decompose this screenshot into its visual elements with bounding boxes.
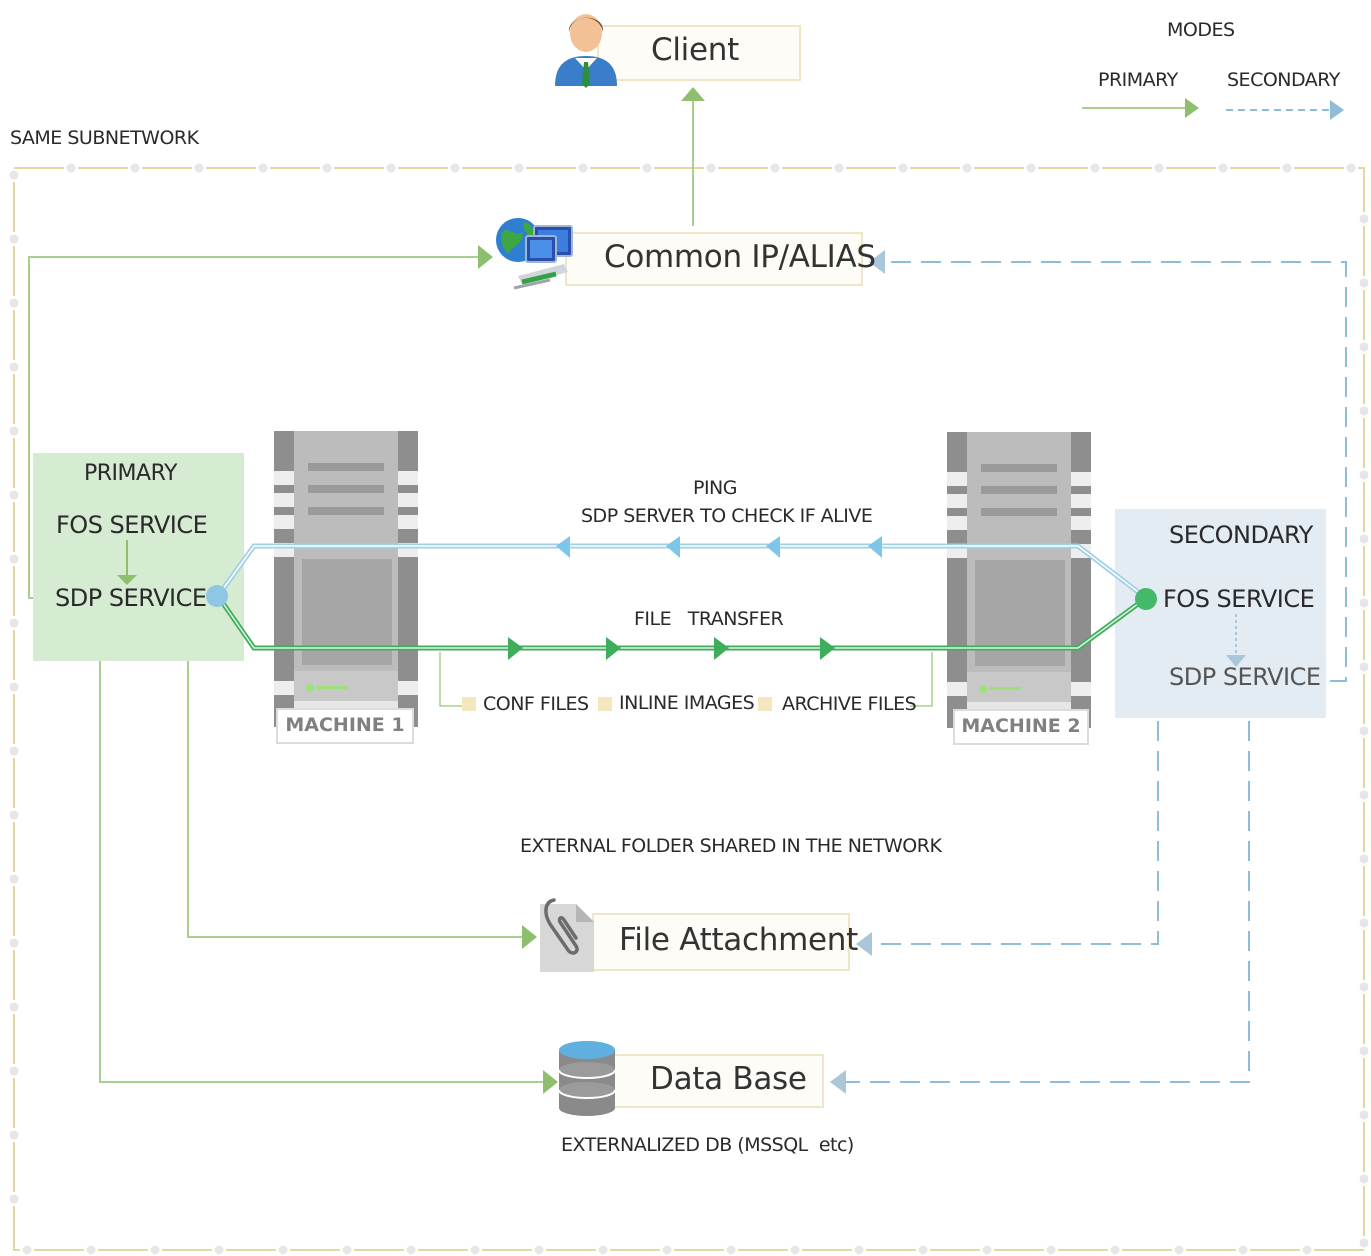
secondary-to-file-attachment-connector (856, 721, 1159, 956)
common-ip-box (565, 232, 863, 286)
database-box (613, 1054, 824, 1108)
subnetwork-label: SAME SUBNETWORK (10, 127, 199, 149)
secondary-to-alias-connector (869, 250, 1347, 682)
server-tower-icon (947, 432, 1091, 728)
file-transfer-label: FILE TRANSFER (634, 608, 784, 630)
database-caption: EXTERNALIZED DB (MSSQL etc) (561, 1134, 854, 1156)
external-folder-label: EXTERNAL FOLDER SHARED IN THE NETWORK (520, 835, 942, 857)
secondary-fos-to-sdp-arrow (1226, 614, 1246, 667)
common-ip-label: Common IP/ALIAS (604, 239, 876, 275)
network-globe-icon (496, 218, 573, 290)
client-box (597, 25, 801, 81)
secondary-fos-service: FOS SERVICE (1163, 585, 1315, 613)
primary-fos-to-sdp-arrow (117, 540, 137, 585)
file-transfer-bracket (439, 652, 933, 711)
subnetwork-boundary (9, 163, 1369, 1255)
user-icon (555, 14, 617, 88)
primary-link-endpoint (206, 585, 228, 607)
ping-line (215, 536, 1148, 600)
secondary-sdp-service: SDP SERVICE (1169, 663, 1321, 691)
secondary-link-endpoint (1135, 588, 1157, 610)
machine-2-label: MACHINE 2 (953, 709, 1089, 745)
inline-images-label: INLINE IMAGES (619, 692, 755, 714)
database-icon (558, 1041, 616, 1116)
file-attachment-label: File Attachment (619, 922, 858, 958)
legend-primary-arrow (1082, 98, 1199, 118)
secondary-panel (1115, 509, 1326, 718)
client-label: Client (651, 32, 739, 68)
archive-files-label: ARCHIVE FILES (782, 693, 917, 715)
primary-fos-service: FOS SERVICE (56, 511, 208, 539)
primary-title: PRIMARY (84, 461, 177, 486)
legend-primary-label: PRIMARY (1098, 69, 1178, 91)
secondary-title: SECONDARY (1169, 521, 1313, 549)
machine-1-label: MACHINE 1 (276, 708, 414, 744)
alias-to-client-arrow (681, 87, 705, 226)
primary-sdp-service: SDP SERVICE (55, 584, 207, 612)
file-transfer-line (215, 594, 1148, 660)
ping-description: SDP SERVER TO CHECK IF ALIVE (581, 505, 873, 527)
legend-title: MODES (1167, 19, 1235, 41)
primary-to-database-connector (99, 661, 558, 1094)
primary-panel (33, 453, 244, 661)
legend-secondary-label: SECONDARY (1227, 69, 1340, 91)
primary-to-file-attachment-connector (187, 661, 537, 949)
database-label: Data Base (650, 1061, 807, 1097)
file-attachment-box (592, 913, 850, 971)
legend-secondary-arrow (1226, 100, 1344, 120)
conf-files-label: CONF FILES (483, 693, 589, 715)
ping-label: PING (693, 477, 738, 499)
paperclip-document-icon (540, 898, 594, 972)
secondary-to-database-connector (830, 721, 1250, 1094)
